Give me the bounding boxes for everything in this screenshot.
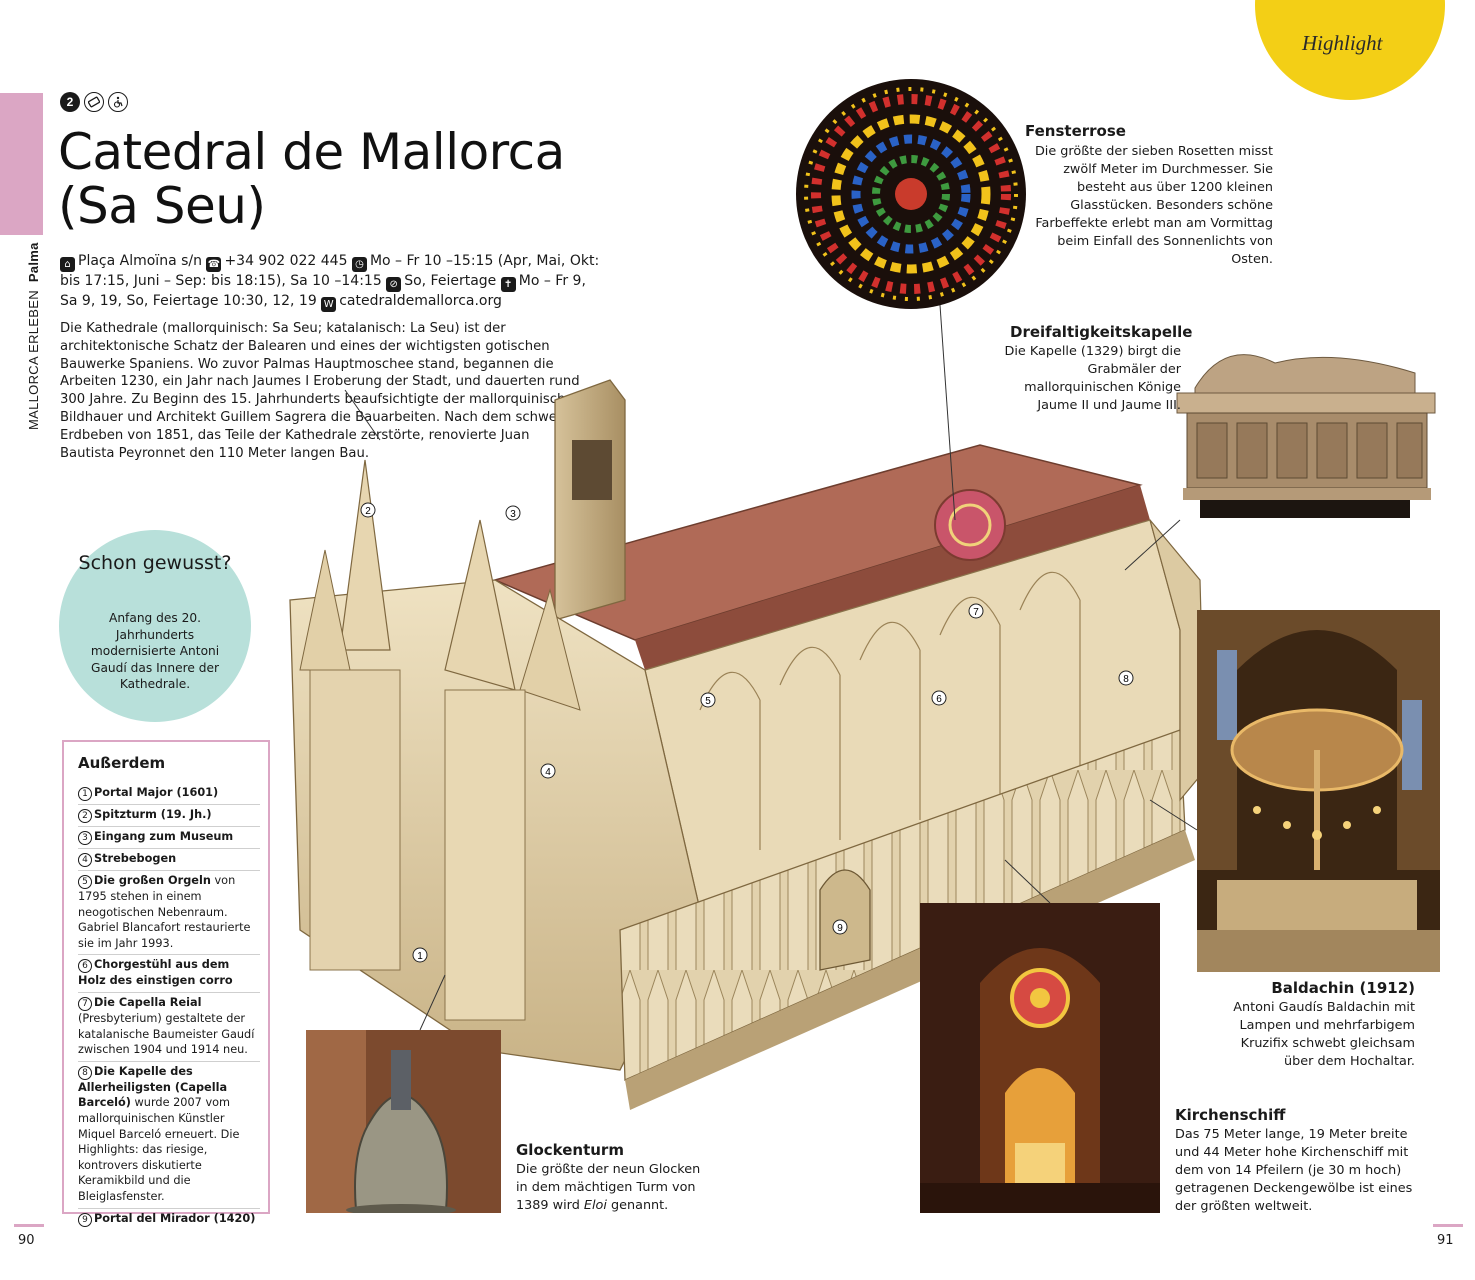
spire-mid — [444, 519, 516, 691]
rose-window-photo — [796, 79, 1026, 309]
tomb-photo — [1176, 354, 1436, 518]
page-number-right: 91 — [1437, 1233, 1454, 1248]
home-icon: ⌂ — [60, 257, 75, 272]
page-rule-left — [14, 1224, 44, 1227]
portal-mirador — [819, 869, 871, 971]
visitor-info: ⌂Plaça Almoïna s/n ☎+34 902 022 445 ◷Mo … — [60, 252, 600, 312]
spire-left — [339, 459, 391, 651]
marker-8[interactable]: 8 — [1118, 670, 1134, 686]
bell-caption-b: genannt. — [606, 1198, 669, 1213]
chapter-tab — [0, 93, 43, 235]
ticket-icon — [84, 92, 104, 112]
cathedral-illustration: 1 2 3 4 5 6 7 8 9 — [289, 379, 1206, 1110]
did-you-know-circle — [59, 530, 251, 722]
trinity-caption-title: Dreifaltigkeitskapelle — [1010, 323, 1193, 341]
title-line-2: (Sa Seu) — [58, 177, 266, 235]
website[interactable]: catedraldemallorca.org — [339, 293, 502, 309]
web-icon: W — [321, 297, 337, 312]
nave-caption-text: Das 75 Meter lange, 19 Meter breite und … — [1175, 1127, 1413, 1214]
phone: +34 902 022 445 — [224, 253, 348, 269]
bell-caption-em: Eloi — [583, 1198, 607, 1213]
marker-1[interactable]: 1 — [412, 947, 428, 963]
did-you-know-title: Schon gewusst? — [78, 552, 232, 574]
svg-text:4: 4 — [545, 767, 551, 778]
extras-box — [62, 740, 270, 1214]
svg-text:2: 2 — [365, 506, 371, 517]
section-label: MALLORCA ERLEBEN Palma — [26, 242, 41, 430]
marker-7[interactable]: 7 — [968, 603, 984, 619]
baldachin-photo — [1197, 610, 1440, 972]
marker-5[interactable]: 5 — [700, 692, 716, 708]
marker-9[interactable]: 9 — [832, 919, 848, 935]
phone-icon: ☎ — [206, 257, 222, 272]
nave-caption-title: Kirchenschiff — [1175, 1106, 1286, 1124]
rose-caption-title: Fensterrose — [1025, 122, 1126, 140]
marker-2[interactable]: 2 — [360, 502, 376, 518]
page-number-left: 90 — [18, 1233, 35, 1248]
rose-caption-text: Die größte der sieben Rosetten misst zwö… — [1034, 144, 1273, 267]
title-line-1: Catedral de Mallorca — [58, 123, 565, 181]
opening-hours: Mo – Fr 10 –15:15 (Apr, Mai, Okt: bis 17… — [60, 253, 600, 289]
highlight-label: Highlight — [1302, 31, 1383, 55]
page-title: Catedral de Mallorca (Sa Seu) — [58, 125, 565, 233]
baldachin-caption-title: Baldachin (1912) — [1271, 979, 1415, 997]
marker-6[interactable]: 6 — [931, 690, 947, 706]
clock-icon: ◷ — [351, 257, 367, 272]
bell-caption-text: Die größte der neun Glocken in dem mächt… — [516, 1161, 701, 1215]
svg-text:5: 5 — [705, 696, 711, 707]
bell-caption-title: Glockenturm — [516, 1141, 624, 1159]
page-rule-right — [1433, 1224, 1463, 1227]
illustration-rose-window — [934, 489, 1006, 561]
intro-text: Die Kathedrale (mallorquinisch: Sa Seu; … — [60, 321, 580, 461]
cross-icon: ✝ — [500, 277, 516, 292]
baldachin-caption-text: Antoni Gaudís Baldachin mit Lampen und m… — [1233, 1000, 1415, 1069]
feature-icons: 2 — [60, 92, 128, 112]
svg-text:3: 3 — [510, 509, 516, 520]
svg-text:8: 8 — [1123, 674, 1129, 685]
number-badge: 2 — [60, 92, 80, 112]
trinity-caption-text: Die Kapelle (1329) birgt die Grabmäler d… — [1004, 344, 1181, 413]
mass-times: Mo – Fr 9, Sa 9, 19, So, Feiertage 10:30… — [60, 273, 586, 309]
closed-days: So, Feiertage — [404, 273, 497, 289]
closed-icon: ⊘ — [386, 277, 402, 292]
svg-text:6: 6 — [936, 694, 942, 705]
svg-text:9: 9 — [837, 923, 843, 934]
section-region: Palma — [26, 242, 41, 283]
bell-photo — [306, 1030, 501, 1213]
svg-text:1: 1 — [417, 951, 423, 962]
address: Plaça Almoïna s/n — [78, 253, 202, 269]
section-name: MALLORCA ERLEBEN — [26, 290, 41, 430]
svg-text:7: 7 — [973, 607, 979, 618]
did-you-know-text: Anfang des 20. Jahrhunderts modernisiert… — [90, 611, 220, 691]
wheelchair-icon — [108, 92, 128, 112]
extras-title: Außerdem — [78, 754, 166, 772]
marker-3[interactable]: 3 — [505, 505, 521, 521]
bell-caption-a: Die größte der neun Glocken in dem mächt… — [516, 1162, 701, 1213]
nave-photo — [920, 903, 1160, 1213]
marker-4[interactable]: 4 — [540, 763, 556, 779]
